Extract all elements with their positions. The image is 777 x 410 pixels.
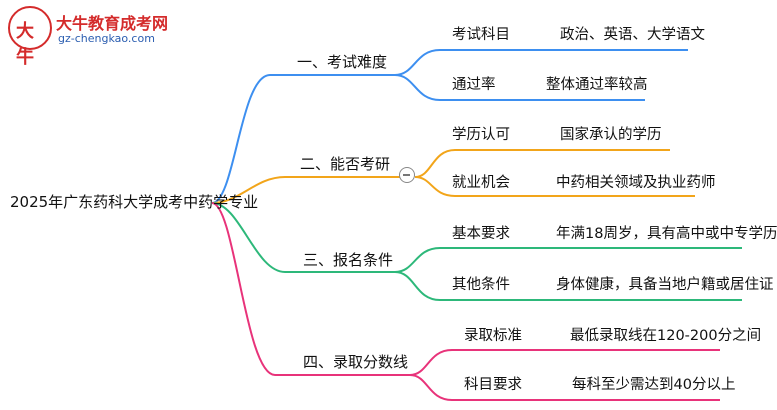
branch-2-label[interactable]: 二、能否考研: [300, 155, 391, 173]
branch-2-leaf-1-value[interactable]: 国家承认的学历: [560, 127, 662, 143]
connector-b3-leaf-1: [394, 247, 742, 273]
connector-root-branch-1: [211, 74, 395, 204]
connector-b2-leaf-1: [414, 149, 670, 178]
connector-b4-leaf-1: [409, 349, 720, 376]
branch-1-label[interactable]: 一、考试难度: [297, 53, 388, 71]
branch-2-leaf-2-key[interactable]: 就业机会: [452, 175, 510, 191]
connector-b1-leaf-2: [394, 74, 645, 101]
logo-subtitle: gz-chengkao.com: [58, 32, 155, 45]
collapse-toggle-icon[interactable]: [399, 167, 415, 183]
branch-3-leaf-1-key[interactable]: 基本要求: [452, 226, 510, 242]
connector-root-branch-3: [211, 202, 395, 273]
connector-root-branch-4: [211, 202, 410, 376]
branch-4-leaf-2-value[interactable]: 每科至少需达到40分以上: [572, 377, 736, 393]
branch-4-label[interactable]: 四、录取分数线: [303, 353, 409, 371]
branch-1-leaf-2-key[interactable]: 通过率: [452, 77, 496, 93]
connector-b3-leaf-2: [394, 271, 742, 301]
branch-1-leaf-2-value[interactable]: 整体通过率较高: [546, 77, 648, 93]
branch-1-leaf-1-key[interactable]: 考试科目: [452, 27, 510, 43]
mindmap-connectors: [211, 49, 742, 401]
branch-3-label[interactable]: 三、报名条件: [303, 251, 394, 269]
connector-b1-leaf-1: [394, 49, 688, 76]
branch-3-leaf-2-key[interactable]: 其他条件: [452, 277, 510, 293]
site-logo: 大牛 大牛教育成考网 gz-chengkao.com: [8, 6, 173, 68]
branch-2-leaf-2-value[interactable]: 中药相关领域及执业药师: [556, 175, 716, 191]
branch-2-leaf-1-key[interactable]: 学历认可: [452, 127, 510, 143]
connector-b2-leaf-2: [414, 176, 695, 197]
logo-title: 大牛教育成考网: [56, 14, 169, 33]
branch-4-leaf-1-key[interactable]: 录取标准: [464, 328, 522, 344]
root-topic[interactable]: 2025年广东药科大学成考中药学专业: [10, 193, 259, 211]
connector-b4-leaf-2: [409, 374, 720, 401]
branch-1-leaf-1-value[interactable]: 政治、英语、大学语文: [560, 27, 705, 43]
branch-3-leaf-2-value[interactable]: 身体健康，具备当地户籍或居住证: [556, 277, 774, 293]
logo-badge-text: 大牛: [16, 21, 34, 68]
connector-root-branch-2: [211, 176, 400, 204]
branch-3-leaf-1-value[interactable]: 年满18周岁，具有高中或中专学历: [556, 226, 777, 242]
logo-badge-icon: 大牛: [8, 6, 52, 68]
branch-4-leaf-2-key[interactable]: 科目要求: [464, 377, 522, 393]
branch-4-leaf-1-value[interactable]: 最低录取线在120-200分之间: [570, 328, 762, 344]
